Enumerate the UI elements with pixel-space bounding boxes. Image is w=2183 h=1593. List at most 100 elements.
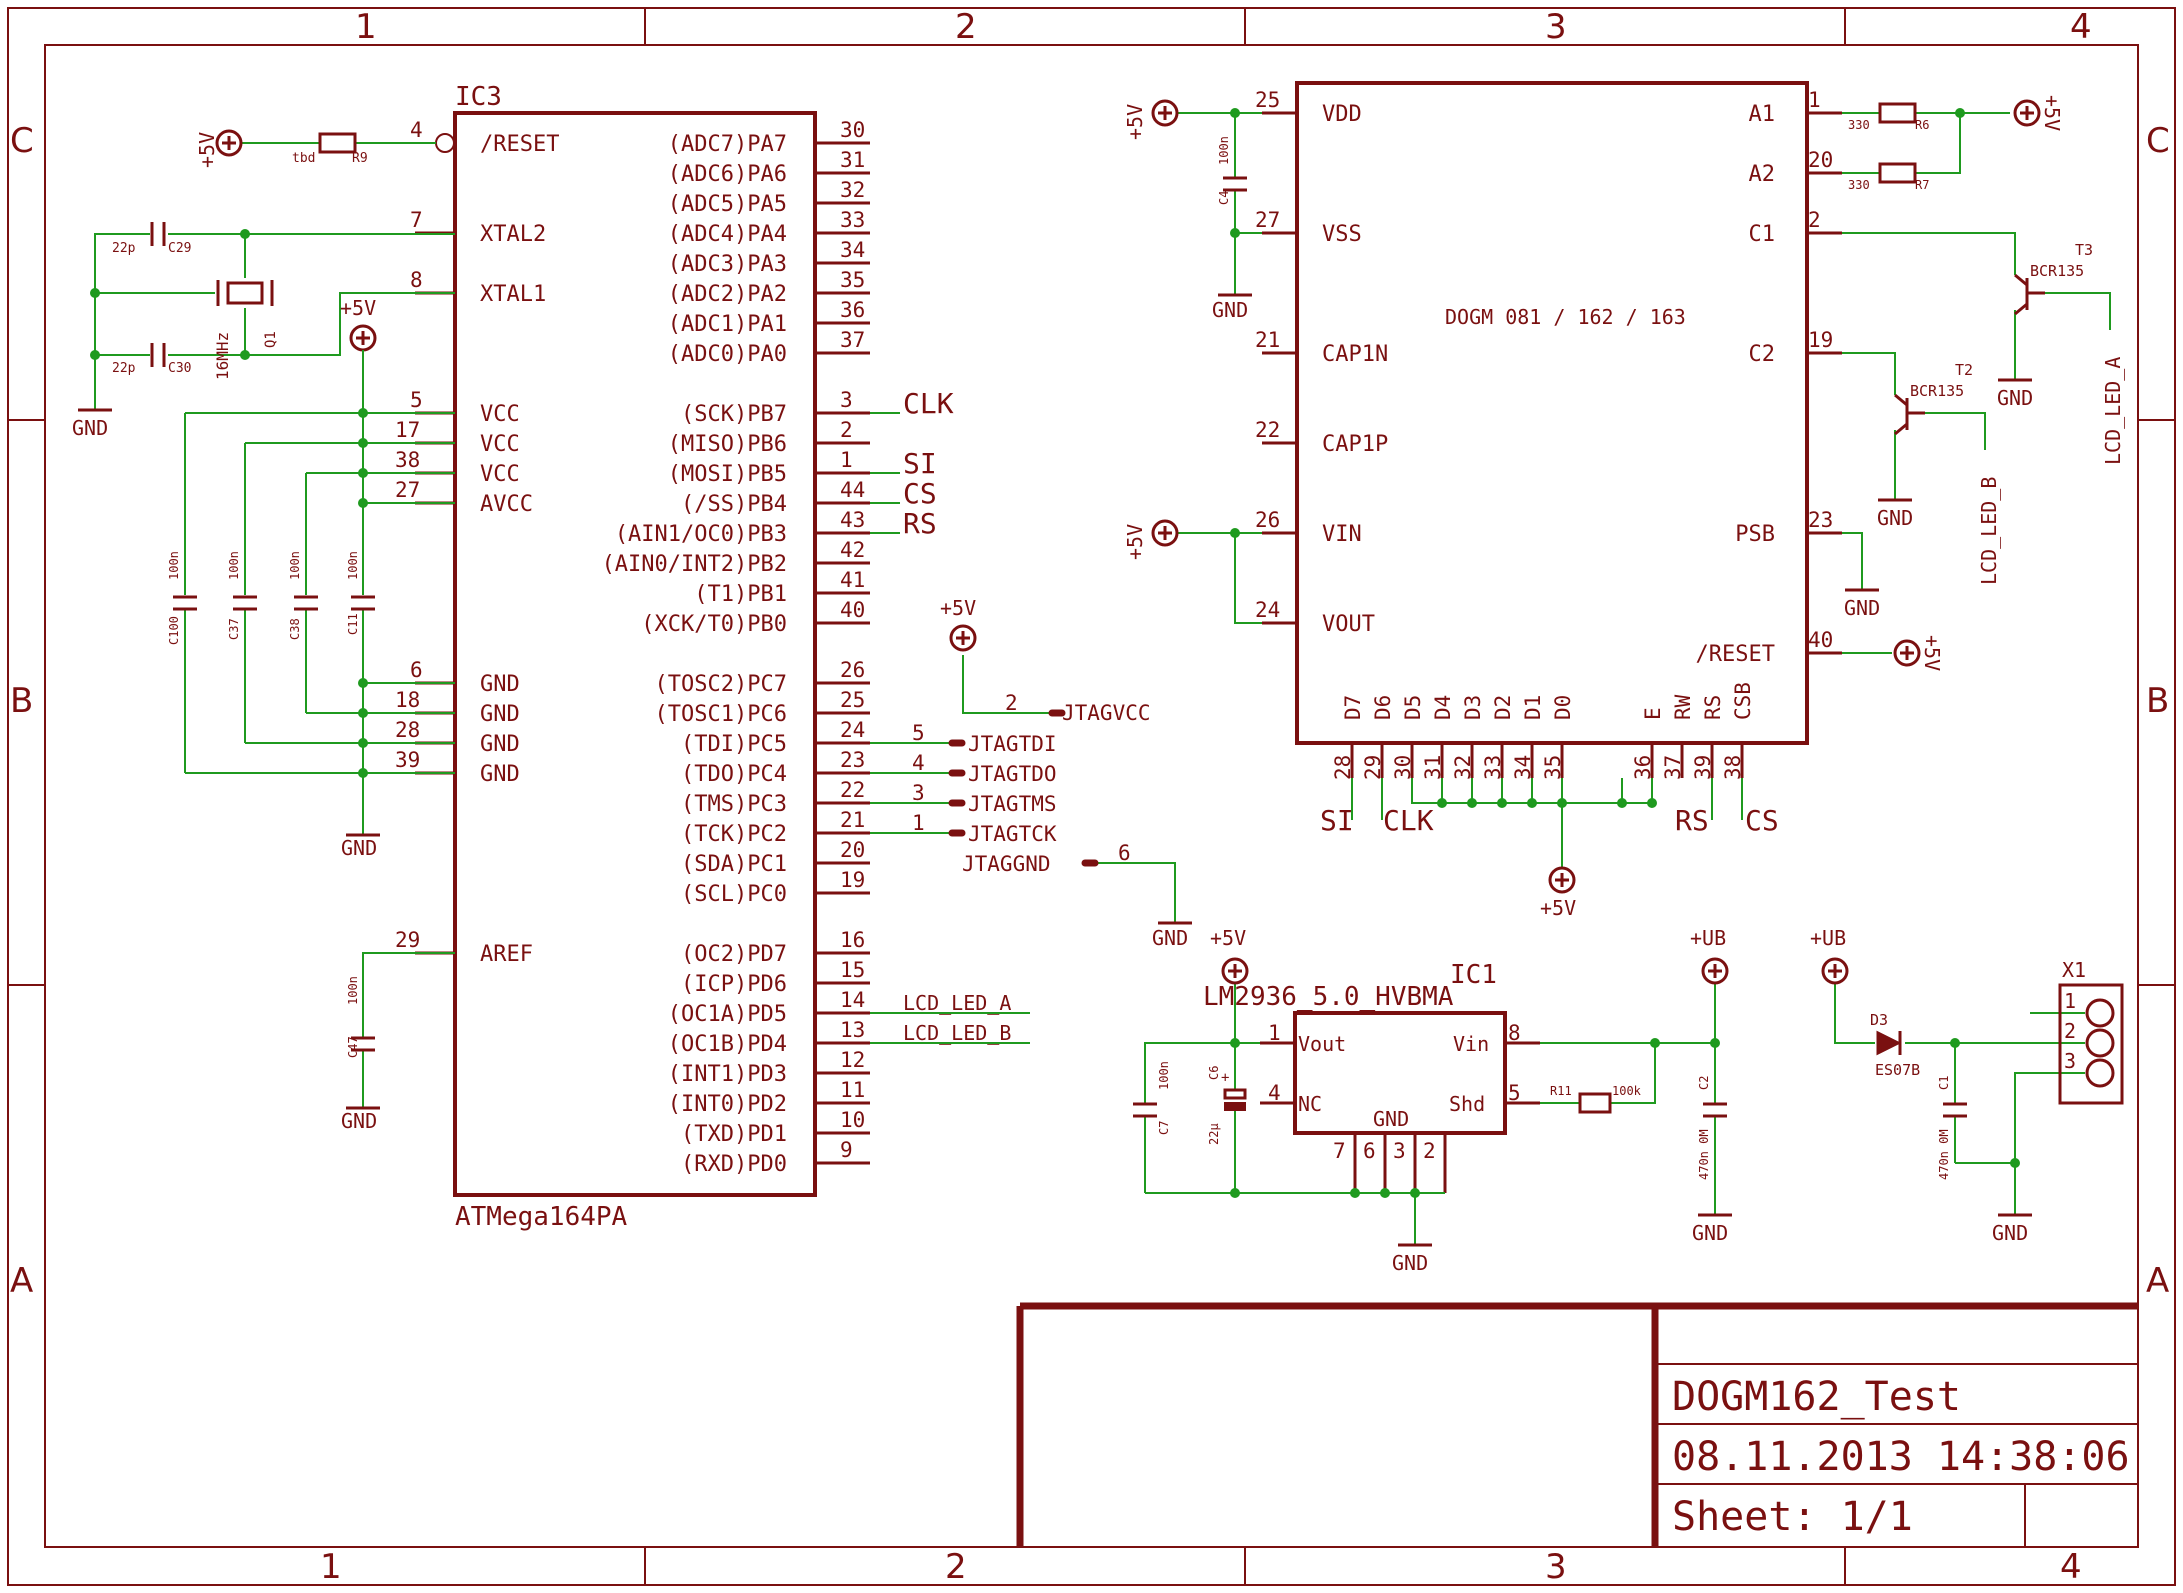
pin-number: 14: [840, 988, 865, 1012]
pin-name: PSB: [1735, 522, 1775, 547]
regulator-parts: + 100n C7 C6 22µ R11 100k C2 470n 0M GND…: [1133, 926, 1732, 1275]
pin-name: (ADC2)PA2: [668, 282, 787, 307]
svg-text:6: 6: [1118, 841, 1131, 865]
frame-labels: 1 2 3 4 1 2 3 4 C B A C B A: [10, 7, 2170, 1587]
svg-text:T3: T3: [2075, 241, 2093, 259]
pin-name: GND: [480, 732, 520, 757]
pin: 33(ADC4)PA4: [668, 208, 870, 247]
svg-text:100n: 100n: [288, 551, 302, 580]
svg-text:SI: SI: [903, 447, 937, 480]
svg-text:GND: GND: [1877, 506, 1913, 530]
svg-text:LCD_LED_B: LCD_LED_B: [1977, 477, 2001, 585]
gnd-symbol: GND: [72, 408, 112, 440]
row-label-right: C: [2146, 121, 2170, 161]
svg-text:2: 2: [1005, 691, 1018, 715]
supply-5v-symbol: +5V: [340, 296, 377, 352]
svg-text:C38: C38: [288, 618, 302, 640]
pin-number: 31: [1421, 755, 1445, 780]
pin-number: 44: [840, 478, 865, 502]
crystal-parts: 22p C29 22p C30 16MHz Q1 GND +5V: [72, 222, 377, 440]
input-connector: D3 ES07B C1 470n 0M X1 1 2 3 GND +UB: [1810, 926, 2124, 1245]
svg-text:BCR135: BCR135: [1910, 382, 1964, 400]
pin-name: (MOSI)PB5: [668, 462, 787, 487]
pin-name: D4: [1431, 695, 1455, 720]
svg-text:+5V: +5V: [940, 596, 976, 620]
drawing-frame: [7, 7, 2176, 1586]
pin-number: 24: [1255, 598, 1280, 622]
pin-number: 23: [840, 748, 865, 772]
pin-name: VCC: [480, 462, 520, 487]
pin-number: 25: [1255, 88, 1280, 112]
pin-number: 32: [1451, 755, 1475, 780]
pin-number: 24: [840, 718, 865, 742]
svg-text:D3: D3: [1870, 1011, 1888, 1029]
pin-name: A1: [1749, 102, 1776, 127]
supply-5v-symbol: +5V: [1540, 866, 1576, 920]
pin-name: C1: [1749, 222, 1776, 247]
pin-name: VIN: [1322, 522, 1362, 547]
pin-number: 19: [1808, 328, 1833, 352]
svg-text:16MHz: 16MHz: [213, 332, 232, 380]
svg-text:470n 0M: 470n 0M: [1697, 1129, 1711, 1180]
pin-name: (ADC1)PA1: [668, 312, 787, 337]
pin: D2 33: [1481, 695, 1515, 780]
pin-number: 4: [410, 118, 423, 142]
svg-text:22p: 22p: [112, 241, 136, 256]
pin: 26(TOSC2)PC7: [655, 658, 870, 697]
pin: 21(TCK)PC2: [681, 808, 870, 847]
reg-value: LM2936_5.0_HVBMA: [1203, 982, 1454, 1012]
svg-text:C2: C2: [1697, 1076, 1711, 1090]
pin-number: 33: [1481, 755, 1505, 780]
pin-name: (ADC0)PA0: [668, 342, 787, 367]
pin-number: 39: [395, 748, 420, 772]
pin-name: D2: [1491, 695, 1515, 720]
decoupling-wires: [184, 350, 455, 835]
title-block: DOGM162_Test 08.11.2013 14:38:06 Sheet: …: [1016, 1302, 2138, 1547]
svg-text:+5V: +5V: [1920, 635, 1944, 671]
lcd-bottom-pins: D728D629D530D431D332D233D134D035E36RW37R…: [1331, 682, 1755, 780]
svg-text:GND: GND: [1692, 1221, 1728, 1245]
svg-text:GND: GND: [1212, 298, 1248, 322]
svg-text:BCR135: BCR135: [2030, 262, 2084, 280]
drawing-date: 08.11.2013 14:38:06: [1672, 1434, 2130, 1480]
pin: 41(T1)PB1: [694, 568, 870, 607]
pin-name: (OC2)PD7: [681, 942, 787, 967]
row-label-left: B: [10, 681, 33, 721]
col-label-top: 4: [2070, 7, 2092, 47]
pin-name: (INT0)PD2: [668, 1092, 787, 1117]
pin-number: 9: [840, 1138, 853, 1162]
pin-number: 13: [840, 1018, 865, 1042]
svg-text:C4: C4: [1217, 191, 1231, 205]
pin-number: 30: [1391, 755, 1415, 780]
pin-name: CAP1P: [1322, 432, 1388, 457]
pin-name: VCC: [480, 402, 520, 427]
pin-number: 26: [840, 658, 865, 682]
svg-text:X1: X1: [2062, 958, 2086, 982]
pin: 4/RESET: [410, 118, 559, 157]
pin: 22(TMS)PC3: [681, 778, 870, 817]
pin-number: 40: [1808, 628, 1833, 652]
pin-number: 28: [1331, 755, 1355, 780]
pin-number: 36: [1631, 755, 1655, 780]
backlight-parts: 330 R6 330 R7 T3 BCR135 T2 BCR135 LCD_LE…: [1844, 95, 2125, 671]
pin: 35(ADC2)PA2: [668, 268, 870, 307]
mcu-value: ATMega164PA: [455, 1202, 628, 1232]
backlight-wiring: [1842, 112, 2111, 654]
col-label-bottom: 4: [2060, 1547, 2082, 1587]
svg-text:+5V: +5V: [2040, 95, 2064, 131]
pin-name: (T1)PB1: [694, 582, 787, 607]
regulator-wiring: [1144, 983, 1716, 1245]
pin-name: (TDO)PC4: [681, 762, 787, 787]
pin-number: 5: [410, 388, 423, 412]
mcu-net-labels: CLK SI CS RS LCD_LED_A LCD_LED_B JTAGVCC…: [870, 387, 1192, 1045]
pin-name: /RESET: [1696, 642, 1775, 667]
pin-number: 16: [840, 928, 865, 952]
svg-text:2: 2: [2064, 1019, 2076, 1043]
pin-name: AVCC: [480, 492, 533, 517]
svg-text:LCD_LED_B: LCD_LED_B: [903, 1021, 1011, 1045]
